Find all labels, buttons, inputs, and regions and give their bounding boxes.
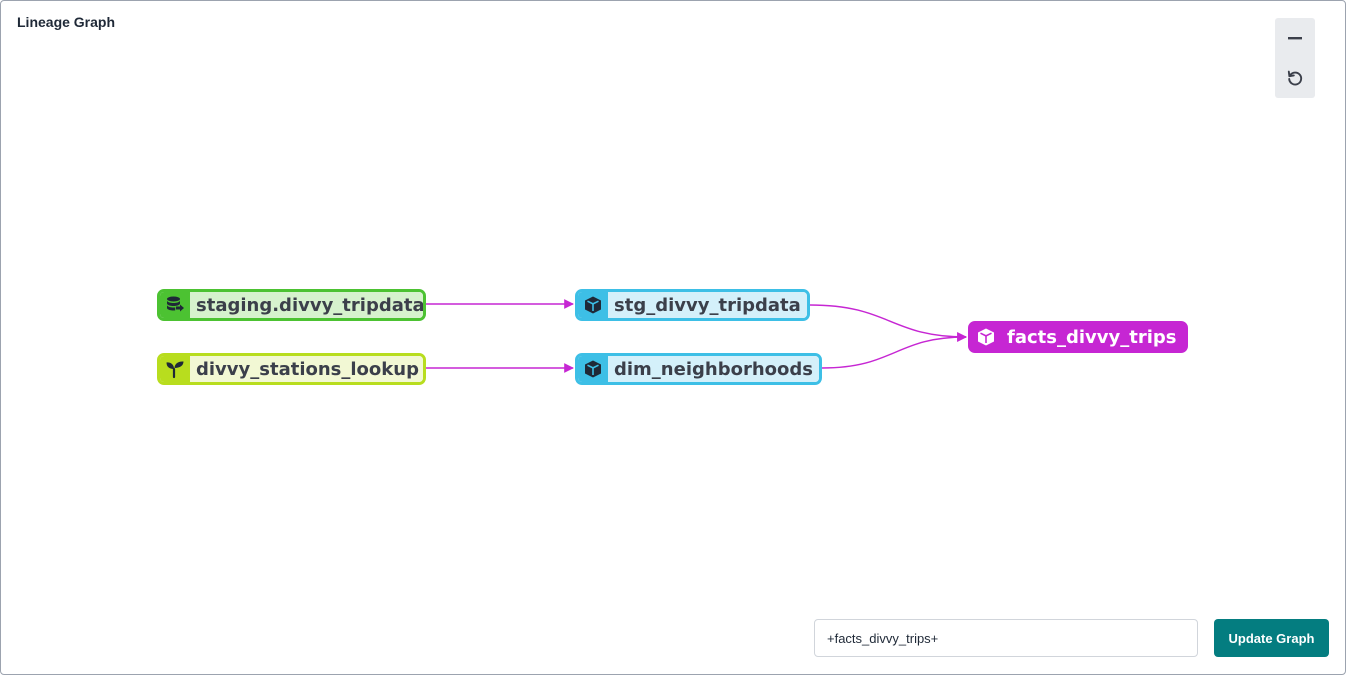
update-graph-button[interactable]: Update Graph (1214, 619, 1329, 657)
graph-selector-input[interactable] (814, 619, 1198, 657)
node-label: divvy_stations_lookup (190, 356, 423, 382)
node-divvy-stations-lookup[interactable]: divvy_stations_lookup (157, 353, 426, 385)
database-icon (160, 292, 190, 318)
node-staging-divvy-tripdata[interactable]: staging.divvy_tripdata (157, 289, 426, 321)
seedling-icon (160, 356, 190, 382)
node-dim-neighborhoods[interactable]: dim_neighborhoods (575, 353, 822, 385)
node-label: stg_divvy_tripdata (608, 292, 807, 318)
cube-icon (971, 324, 1001, 350)
cube-icon (578, 356, 608, 382)
node-stg-divvy-tripdata[interactable]: stg_divvy_tripdata (575, 289, 810, 321)
cube-icon (578, 292, 608, 318)
zoom-controls (1275, 18, 1315, 98)
node-label: facts_divvy_trips (1001, 324, 1185, 350)
panel-title: Lineage Graph (17, 14, 116, 30)
node-facts-divvy-trips[interactable]: facts_divvy_trips (968, 321, 1188, 353)
minus-icon (1288, 37, 1302, 40)
node-label: dim_neighborhoods (608, 356, 819, 382)
node-label: staging.divvy_tripdata (190, 292, 423, 318)
reset-icon (1287, 70, 1303, 86)
reset-view-button[interactable] (1275, 58, 1315, 98)
zoom-out-button[interactable] (1275, 18, 1315, 58)
